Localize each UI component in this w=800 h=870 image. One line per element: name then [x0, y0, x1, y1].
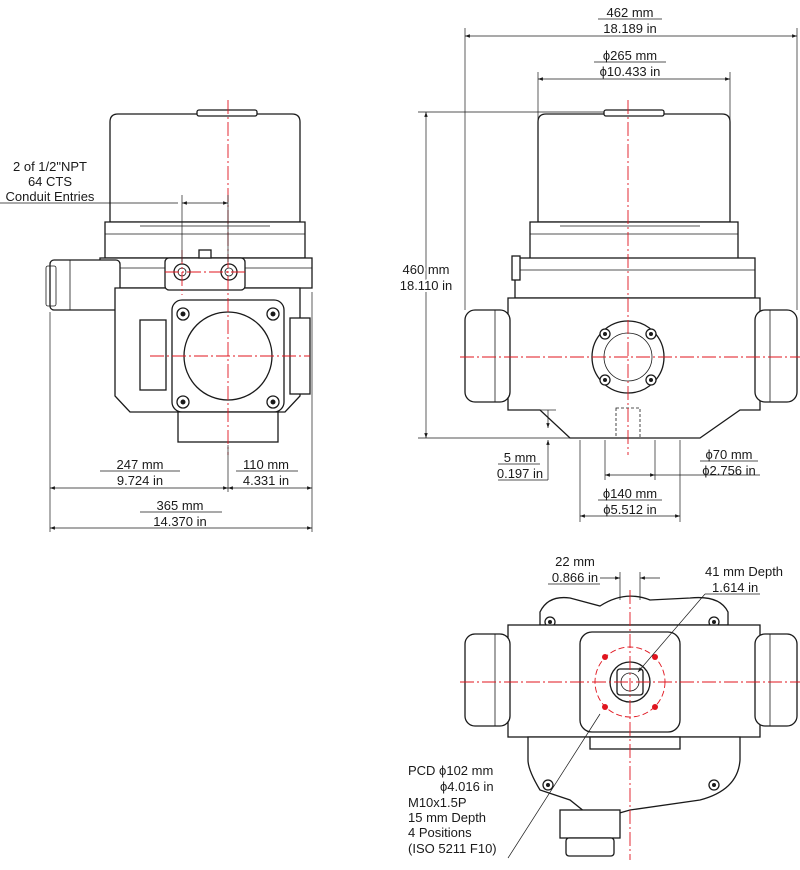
conduit-note-line-1: 2 of 1/2"NPT — [13, 159, 87, 174]
dim-110-mm: 110 mm — [243, 457, 289, 472]
side-view — [460, 100, 800, 455]
depth-41-in: 1.614 in — [712, 580, 758, 595]
bottom-flange-bolts — [602, 654, 658, 710]
bottom-right-pipe — [754, 633, 798, 727]
front-small-plug — [198, 249, 212, 259]
front-dimensions: 2 of 1/2"NPT 64 CTS Conduit Entries 247 … — [0, 159, 313, 532]
conduit-note-line-3: Conduit Entries — [6, 189, 95, 204]
dim-460-in: 18.110 in — [400, 278, 453, 293]
pcd-note-line-4: 15 mm Depth — [408, 810, 486, 825]
bottom-upper-lugs — [539, 595, 729, 626]
conduit-note-line-2: 64 CTS — [28, 174, 72, 189]
dim-460-mm: 460 mm — [403, 262, 450, 277]
side-right-pipe — [754, 309, 798, 403]
dim-70-in: ϕ2.756 in — [702, 463, 756, 478]
dim-462-in: 18.189 in — [603, 21, 657, 36]
side-dimensions: 462 mm 18.189 in ϕ265 mm ϕ10.433 in 460 … — [398, 5, 798, 522]
dim-5-mm: 5 mm — [504, 450, 537, 465]
pcd-note-line-3: M10x1.5P — [408, 795, 467, 810]
bottom-conduit-stub — [559, 809, 621, 839]
side-upper-housing — [514, 257, 756, 299]
front-left-projection — [139, 319, 167, 391]
dim-365-in: 14.370 in — [153, 514, 207, 529]
dim-22-in: 0.866 in — [552, 570, 598, 585]
dim-110-in: 4.331 in — [243, 473, 289, 488]
bottom-left-pipe — [464, 633, 511, 727]
pcd-note-line-6: (ISO 5211 F10) — [408, 841, 497, 856]
pcd-note-line-1: PCD ϕ102 mm — [408, 763, 493, 778]
bottom-dimensions: 22 mm 0.866 in 41 mm Depth 1.614 in PCD … — [408, 554, 783, 859]
side-left-pipe — [464, 309, 511, 403]
dim-22-mm: 22 mm — [555, 554, 595, 569]
dim-247-mm: 247 mm — [117, 457, 164, 472]
dim-462-mm: 462 mm — [607, 5, 654, 20]
dim-140-in: ϕ5.512 in — [603, 502, 657, 517]
bottom-view — [460, 590, 800, 860]
dim-70-mm: ϕ70 mm — [705, 447, 752, 462]
side-plate-bolts — [599, 328, 657, 386]
front-view — [45, 100, 313, 455]
front-plate-bolts — [176, 307, 280, 409]
front-top-cap — [196, 109, 258, 117]
pcd-note-line-5: 4 Positions — [408, 825, 472, 840]
side-motor-cover — [537, 113, 731, 223]
pcd-note-line-2: ϕ4.016 in — [440, 779, 494, 794]
dim-365-mm: 365 mm — [157, 498, 204, 513]
side-cover-flange — [529, 221, 739, 261]
dim-5-in: 0.197 in — [497, 466, 543, 481]
front-conduit-boss — [49, 259, 121, 311]
front-motor-cover — [109, 113, 301, 223]
dim-140-mm: ϕ140 mm — [603, 486, 657, 501]
dim-265-in: ϕ10.433 in — [600, 64, 661, 79]
depth-41-mm: 41 mm Depth — [705, 564, 783, 579]
dim-265-mm: ϕ265 mm — [603, 48, 657, 63]
dim-247-in: 9.724 in — [117, 473, 163, 488]
